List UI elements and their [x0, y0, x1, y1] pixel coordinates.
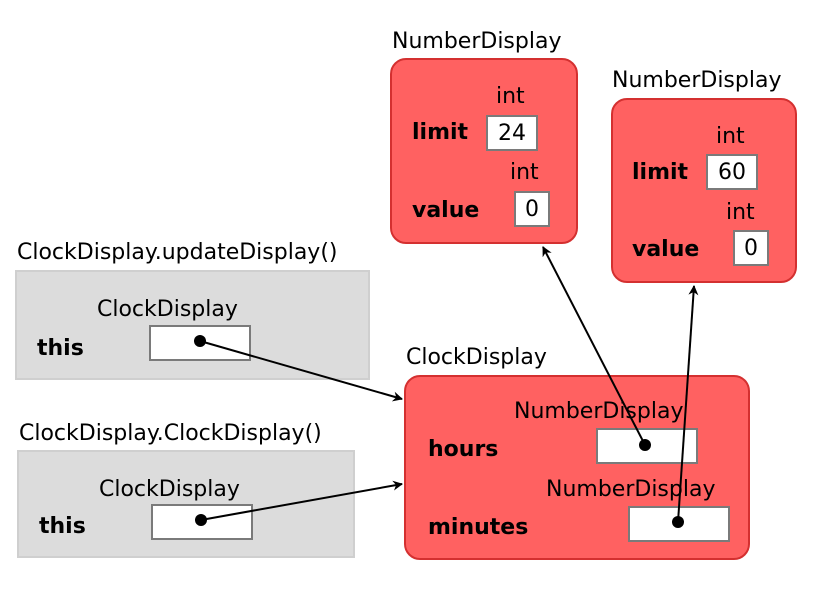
field-name-value: value	[412, 198, 480, 223]
field-name-minutes: minutes	[428, 515, 529, 540]
frame-title-update-display: ClockDisplay.updateDisplay()	[17, 240, 338, 265]
object-title-numberdisplay: NumberDisplay	[612, 68, 782, 93]
frame-field-this: this	[37, 336, 84, 361]
frame-title-constructor: ClockDisplay.ClockDisplay()	[19, 421, 322, 446]
reference-arrow-minutes	[677, 285, 699, 523]
reference-arrow-constructor-this	[200, 480, 403, 521]
field-type-label: int	[726, 200, 755, 225]
frame-type-label: ClockDisplay	[97, 297, 238, 322]
limit-value-box: 24	[486, 115, 538, 151]
this-reference-box	[149, 325, 251, 361]
stack-frame-update-display: ClockDisplay this	[15, 270, 370, 380]
numberdisplay-object-minutes: int limit 60 int value 0	[611, 98, 797, 283]
numberdisplay-object-hours: int limit 24 int value 0	[390, 58, 578, 244]
field-name-limit: limit	[632, 160, 689, 185]
field-type-label: NumberDisplay	[514, 399, 684, 424]
field-type-label: NumberDisplay	[546, 477, 716, 502]
field-type-label: int	[716, 124, 745, 149]
field-name-hours: hours	[428, 437, 499, 462]
value-value-box: 0	[733, 230, 769, 266]
clockdisplay-object: NumberDisplay hours NumberDisplay minute…	[404, 375, 750, 560]
limit-value-box: 60	[706, 154, 758, 190]
value-value-box: 0	[514, 191, 550, 227]
field-type-label: int	[496, 84, 525, 109]
field-type-label: int	[510, 160, 539, 185]
object-title-clockdisplay: ClockDisplay	[406, 345, 547, 370]
reference-arrow-update-this	[199, 340, 403, 402]
object-title-numberdisplay: NumberDisplay	[392, 29, 562, 54]
frame-type-label: ClockDisplay	[99, 477, 240, 502]
field-name-limit: limit	[412, 120, 469, 145]
frame-field-this: this	[39, 514, 86, 539]
reference-arrow-hours	[542, 246, 646, 446]
field-name-value: value	[632, 237, 700, 262]
